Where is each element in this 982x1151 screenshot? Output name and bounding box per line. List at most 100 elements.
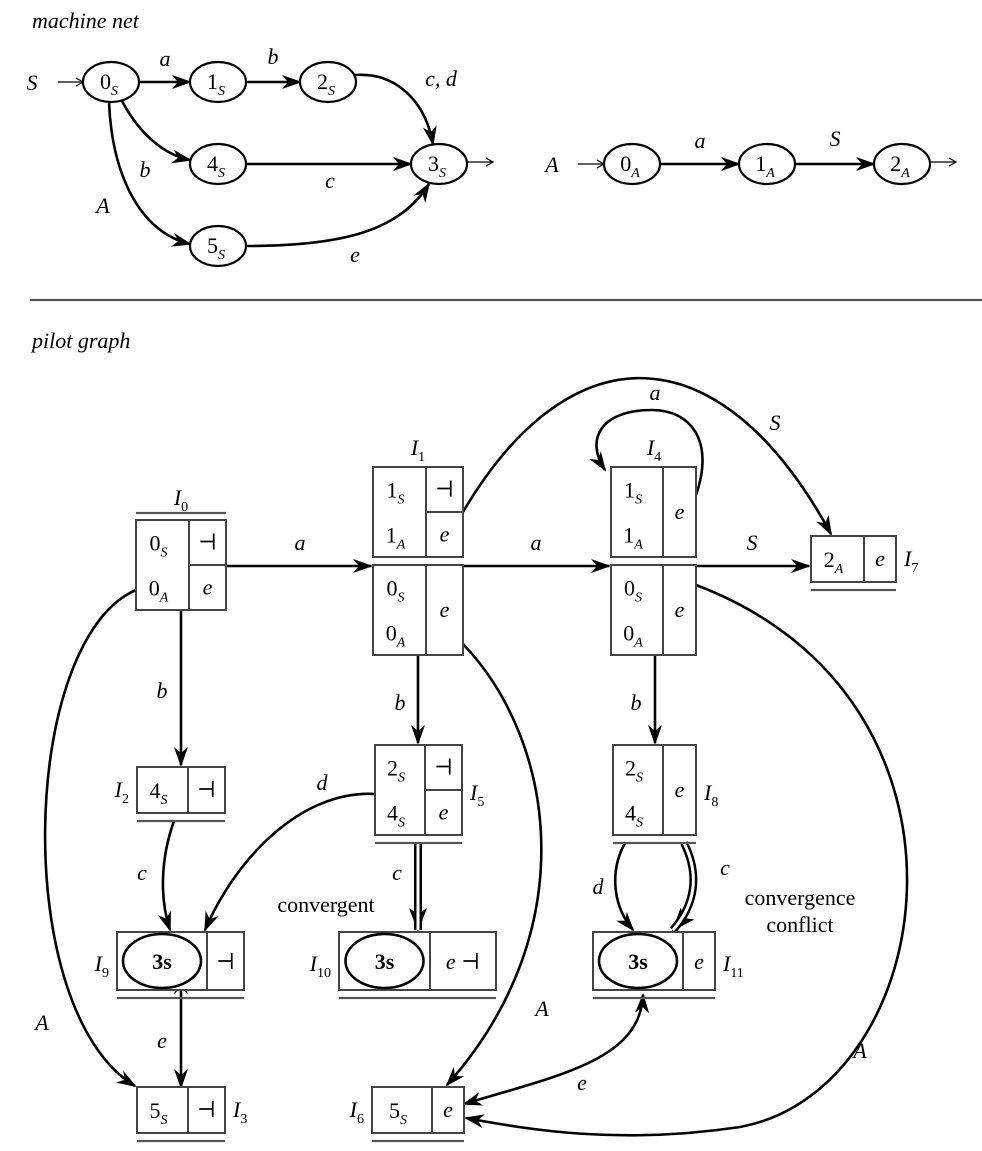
state-label-2A: 2A	[890, 151, 910, 181]
final-arrowhead-3S	[485, 157, 495, 167]
final-state-label: 3s	[628, 949, 648, 974]
node-name-I7: I7	[903, 546, 918, 576]
pilot-edge-I1-I7-S	[461, 376, 833, 536]
state-cell-1A: 1A	[386, 523, 406, 553]
lookahead-cell: ⊣	[434, 755, 453, 780]
pilot-edge-I0-I3-A	[43, 588, 137, 1088]
pilot-edge-label-I2-I9-c: c	[137, 860, 147, 885]
state-label-4S: 4S	[207, 151, 225, 181]
pilot-edge-label-I4-I7-S: S	[747, 530, 758, 555]
transition-label-0S-5S: A	[94, 193, 110, 218]
node-name-I6: I6	[349, 1097, 364, 1127]
transition-label-1A-2A: S	[830, 126, 841, 151]
pilot-node-I9: 3s ⊣	[116, 931, 245, 1000]
node-name-I0: I0	[173, 485, 188, 515]
final-state-ring	[344, 932, 425, 990]
state-2A	[872, 142, 932, 186]
state-1S	[188, 60, 248, 104]
pilot-edge-label-I1-I4-a: a	[531, 530, 542, 555]
lookahead-cell: e	[443, 1097, 453, 1122]
pilot-edge-label-I5-I9-d: d	[317, 770, 329, 795]
pilot-edge-label-I4-I6-A: A	[851, 1038, 867, 1063]
state-5S	[188, 224, 248, 268]
final-state-label: 3s	[152, 949, 172, 974]
state-cell-0A: 0A	[386, 621, 406, 651]
state-label-3S: 3S	[428, 151, 446, 181]
machine-name-A: A	[543, 152, 559, 177]
state-cell-1S: 1S	[387, 478, 405, 508]
transition-0S-4S	[120, 100, 192, 164]
final-state-ring	[121, 932, 203, 990]
pilot-edge-label-I8-I11-c: c	[720, 855, 730, 880]
lookahead-cell: e	[875, 546, 885, 571]
node-box	[338, 931, 497, 991]
node-name-I8: I8	[703, 780, 718, 810]
state-4S	[188, 142, 248, 186]
state-cell-4S: 4S	[150, 778, 168, 808]
lookahead-cell: e	[203, 575, 213, 600]
lookahead-cell: ⊣	[435, 477, 454, 502]
state-label-1A: 1A	[755, 151, 775, 181]
state-cell-4S: 4S	[625, 801, 643, 831]
pilot-edge-label-I1-I5-b: b	[395, 690, 406, 715]
transition-label-1S-2S: b	[268, 44, 279, 69]
lookahead-cell: e	[675, 777, 685, 802]
state-cell-0S: 0S	[624, 576, 642, 606]
state-3S	[409, 142, 469, 186]
pilot-node-I11: 3s e	[592, 931, 716, 1000]
item-group-box	[136, 766, 226, 814]
lookahead-cell: e ⊣	[446, 949, 480, 974]
state-label-1S: 1S	[207, 69, 225, 99]
transition-5S-3S	[245, 182, 431, 248]
pilot-node-I2: 4S ⊣	[136, 766, 226, 823]
lookahead-cell: ⊣	[197, 777, 216, 802]
annotation-convergence-conflict-line1: convergence	[745, 885, 856, 910]
pilot-edge-label-I0-I2-b: b	[157, 678, 168, 703]
pilot-edge-label-I6-I11-e: e	[577, 1070, 587, 1095]
lookahead-cell: e	[694, 949, 704, 974]
pilot-edge-label-I0-I1-a: a	[295, 530, 306, 555]
state-label-5S: 5S	[207, 233, 225, 263]
item-group-box	[371, 1086, 465, 1134]
pilot-edge-I1-I6-A	[445, 643, 543, 1087]
state-cell-0A: 0A	[623, 621, 643, 651]
pilot-edge-I4-I4-a	[589, 408, 704, 496]
machine-net-title: machine net	[32, 8, 140, 33]
node-name-I9: I9	[94, 951, 109, 981]
pilot-edge-label-I8-I11-d: d	[593, 874, 605, 899]
pilot-edge-label-I3-I9-e: e	[157, 1028, 167, 1053]
node-box	[116, 931, 245, 991]
lookahead-cell: ⊣	[216, 949, 235, 974]
item-group-box	[610, 466, 697, 558]
item-group-box	[136, 1086, 226, 1134]
node-name-I1: I1	[410, 435, 425, 465]
transition-0S-5S	[107, 101, 192, 247]
state-cell-0A: 0A	[149, 576, 169, 606]
state-label-2S: 2S	[317, 69, 335, 99]
pilot-edge-I6-I11-e	[462, 993, 650, 1106]
transition-label-2S-3S: c, d	[425, 66, 458, 91]
pilot-node-I3: 5S⊣	[136, 1086, 226, 1143]
state-cell-4S: 4S	[387, 801, 405, 831]
pilot-edge-I8-I11-d	[613, 842, 635, 932]
node-name-I3: I3	[232, 1097, 247, 1127]
lookahead-cell: e	[675, 597, 685, 622]
node-box	[592, 931, 716, 991]
annotation-convergence-conflict-line2: conflict	[766, 912, 833, 937]
state-cell-0S: 0S	[387, 576, 405, 606]
final-arrowhead-2A	[948, 157, 958, 167]
transition-2S-3S	[354, 73, 437, 146]
pilot-graph-title: pilot graph	[30, 328, 130, 353]
state-0S	[81, 60, 141, 104]
pilot-edge-I8-I11-c-inner	[671, 842, 695, 931]
